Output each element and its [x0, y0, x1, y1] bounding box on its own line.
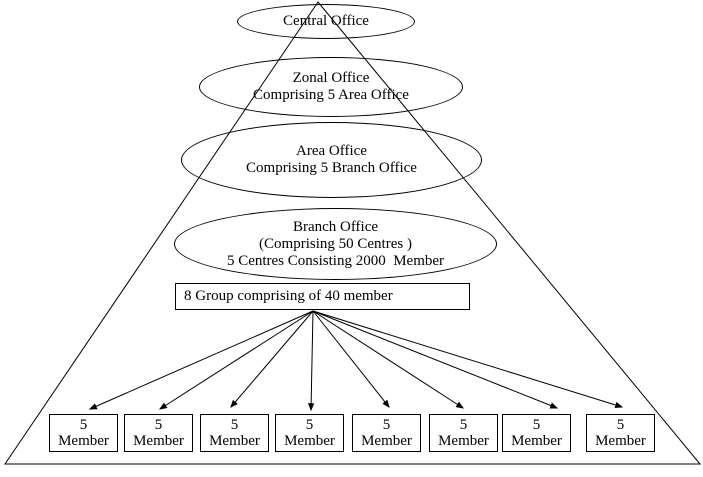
member-label: Member	[209, 433, 260, 449]
node-area-office: Area Office Comprising 5 Branch Office	[181, 122, 482, 198]
member-count: 5	[459, 417, 468, 433]
member-box: 5 Member	[352, 414, 421, 452]
member-label: Member	[595, 433, 646, 449]
fan-arrow-4	[307, 310, 315, 412]
member-count: 5	[230, 417, 239, 433]
member-box: 5 Member	[275, 414, 344, 452]
member-count: 5	[616, 417, 625, 433]
member-box: 5 Member	[49, 414, 118, 452]
member-box: 5 Member	[124, 414, 193, 452]
member-box: 5 Member	[502, 414, 571, 452]
member-box: 5 Member	[586, 414, 655, 452]
node-label-line: Area Office	[296, 143, 367, 159]
node-label-line: 5 Centres Consisting 2000 Member	[226, 252, 445, 269]
node-group-box: 8 Group comprising of 40 member	[175, 283, 470, 310]
fan-arrow-5	[312, 310, 390, 408]
fan-arrow-1	[88, 310, 314, 410]
fan-arrow-2	[158, 310, 314, 410]
fan-arrow-7	[312, 310, 559, 409]
member-count: 5	[532, 417, 541, 433]
member-label: Member	[58, 433, 109, 449]
node-label-line: Comprising 5 Branch Office	[246, 160, 417, 176]
member-label: Member	[511, 433, 562, 449]
fan-arrow-8	[312, 310, 624, 409]
group-box-label: 8 Group comprising of 40 member	[184, 288, 393, 304]
member-count: 5	[382, 417, 391, 433]
member-box: 5 Member	[429, 414, 498, 452]
member-count: 5	[79, 417, 88, 433]
node-label-line: Central Office	[283, 13, 369, 29]
node-label-line: Zonal Office	[292, 70, 370, 86]
fan-arrow-3	[230, 310, 314, 408]
member-count: 5	[154, 417, 163, 433]
node-central-office: Central Office	[237, 4, 415, 39]
fan-arrow-6	[312, 310, 465, 409]
fan-arrows	[88, 310, 624, 412]
node-label-line: (Comprising 50 Centres )	[259, 235, 412, 252]
node-label-line: Comprising 5 Area Office	[253, 87, 409, 103]
node-label-line: Branch Office	[292, 218, 379, 235]
member-label: Member	[133, 433, 184, 449]
member-box: 5 Member	[200, 414, 269, 452]
node-branch-office: Branch Office (Comprising 50 Centres ) 5…	[174, 208, 497, 280]
node-zonal-office: Zonal Office Comprising 5 Area Office	[199, 57, 463, 117]
member-label: Member	[284, 433, 335, 449]
member-label: Member	[438, 433, 489, 449]
member-count: 5	[305, 417, 314, 433]
member-label: Member	[361, 433, 412, 449]
